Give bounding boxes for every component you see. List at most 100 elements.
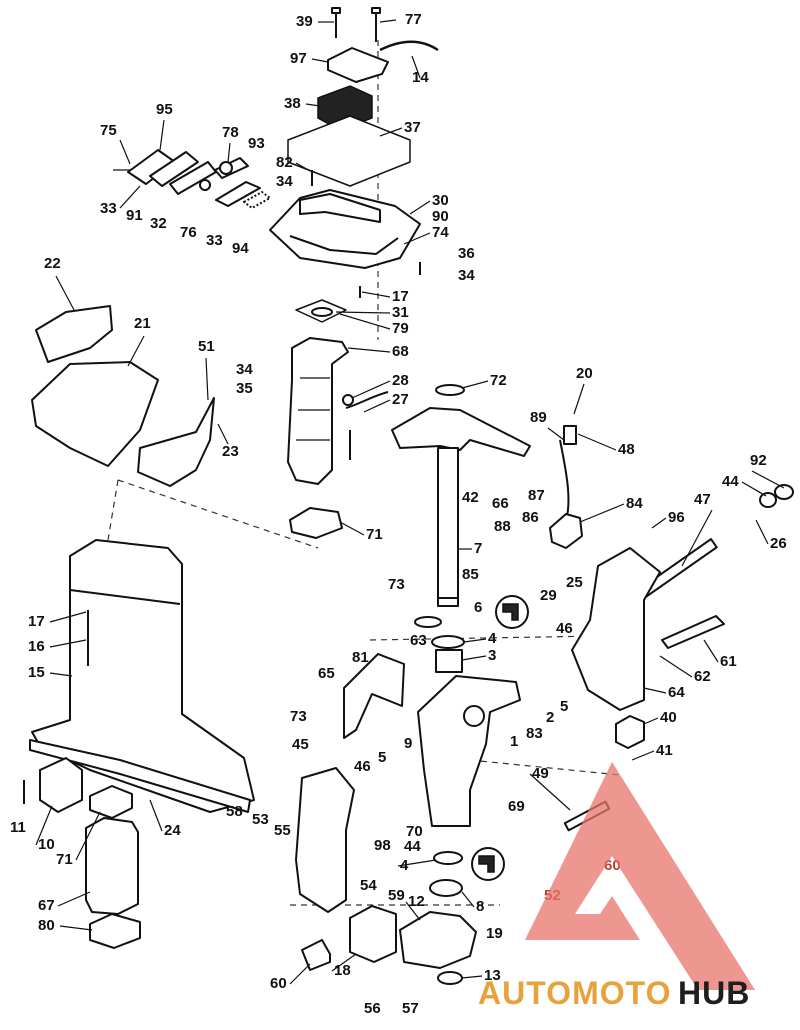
watermark-brand-part2: HUB [678, 975, 750, 1011]
callout-73: 73 [388, 576, 405, 593]
callout-59: 59 [388, 887, 405, 904]
callout-98: 98 [374, 837, 391, 854]
upper-housing-30 [269, 189, 421, 269]
callout-25: 25 [566, 574, 583, 591]
callout-1: 1 [510, 733, 518, 750]
callout-44: 44 [722, 473, 739, 490]
callout-71: 71 [366, 526, 383, 543]
callout-21: 21 [134, 315, 151, 332]
callout-91: 91 [126, 207, 143, 224]
callout-61: 61 [720, 653, 737, 670]
callout-32: 32 [150, 215, 167, 232]
callout-37: 37 [404, 119, 421, 136]
callout-70: 70 [406, 823, 423, 840]
tilt-rod-61 [661, 615, 725, 649]
swivel-bracket-1 [417, 675, 521, 827]
callout-19: 19 [486, 925, 503, 942]
cover-plate-10 [39, 757, 83, 813]
callout-35: 35 [236, 380, 253, 397]
bolt-39 [331, 7, 341, 38]
connector-48 [563, 425, 577, 445]
callout-86: 86 [522, 509, 539, 526]
callout-12: 12 [408, 893, 425, 910]
callout-44: 44 [404, 838, 421, 855]
callout-64: 64 [668, 684, 685, 701]
callout-88: 88 [494, 518, 511, 535]
tube-27 [342, 391, 389, 460]
exhaust-housing-68 [287, 337, 349, 485]
callout-27: 27 [392, 391, 409, 408]
callout-92: 92 [750, 452, 767, 469]
callout-62: 62 [694, 668, 711, 685]
watermark-brand-part1: AUTOMOTO [478, 975, 671, 1011]
seal-31 [311, 307, 333, 317]
callout-16: 16 [28, 638, 45, 655]
callout-60: 60 [270, 975, 287, 992]
callout-28: 28 [392, 372, 409, 389]
watermark-logo-triangle [525, 762, 755, 990]
callout-79: 79 [392, 320, 409, 337]
callout-17: 17 [392, 288, 409, 305]
callout-84: 84 [626, 495, 643, 512]
callout-45: 45 [292, 736, 309, 753]
callout-33: 33 [206, 232, 223, 249]
bolt-77 [371, 7, 381, 42]
cover-22 [35, 305, 113, 363]
callout-69: 69 [508, 798, 525, 815]
bushing-3 [435, 649, 463, 673]
callout-3: 3 [488, 647, 496, 664]
bushing-8 [429, 879, 463, 897]
bracket-97 [327, 47, 389, 83]
callout-74: 74 [432, 224, 449, 241]
callout-40: 40 [660, 709, 677, 726]
steering-cable-symbol-icon [495, 595, 529, 629]
callout-34: 34 [458, 267, 475, 284]
callout-5: 5 [560, 698, 568, 715]
callout-17: 17 [28, 613, 45, 630]
callout-22: 22 [44, 255, 61, 272]
callout-96: 96 [668, 509, 685, 526]
callout-30: 30 [432, 192, 449, 209]
callout-90: 90 [432, 208, 449, 225]
shift-linkage-assembly [113, 149, 271, 209]
callout-73: 73 [290, 708, 307, 725]
watermark: AUTOMOTO HUB [478, 762, 755, 1011]
bracket-65 [343, 653, 405, 739]
harness-89 [559, 439, 570, 521]
leader-lines [35, 19, 785, 985]
callout-78: 78 [222, 124, 239, 141]
callout-57: 57 [402, 1000, 419, 1017]
callout-33: 33 [100, 200, 117, 217]
clamp-bracket-45 [295, 767, 355, 913]
callout-4: 4 [488, 630, 497, 647]
callout-24: 24 [164, 822, 181, 839]
callout-31: 31 [392, 304, 409, 321]
callout-87: 87 [528, 487, 545, 504]
callout-15: 15 [28, 664, 45, 681]
gasket-80 [89, 913, 141, 949]
callout-34: 34 [276, 173, 293, 190]
callout-82: 82 [276, 154, 293, 171]
callout-5: 5 [378, 749, 386, 766]
rubber-mount-18 [349, 905, 397, 963]
callout-2: 2 [546, 709, 554, 726]
callout-81: 81 [352, 649, 369, 666]
callout-77: 77 [405, 11, 422, 28]
callout-85: 85 [462, 566, 479, 583]
callout-36: 36 [458, 245, 475, 262]
bushing-4-upper [431, 635, 465, 649]
callout-53: 53 [252, 811, 269, 828]
callout-39: 39 [296, 13, 313, 30]
callout-48: 48 [618, 441, 635, 458]
cover-51 [137, 397, 215, 487]
relay-40 [615, 715, 645, 749]
callout-51: 51 [198, 338, 215, 355]
callout-93: 93 [248, 135, 265, 152]
callout-63: 63 [410, 632, 427, 649]
callout-68: 68 [392, 343, 409, 360]
callout-54: 54 [360, 877, 377, 894]
callout-76: 76 [180, 224, 197, 241]
cable-14 [379, 40, 439, 52]
callout-72: 72 [490, 372, 507, 389]
